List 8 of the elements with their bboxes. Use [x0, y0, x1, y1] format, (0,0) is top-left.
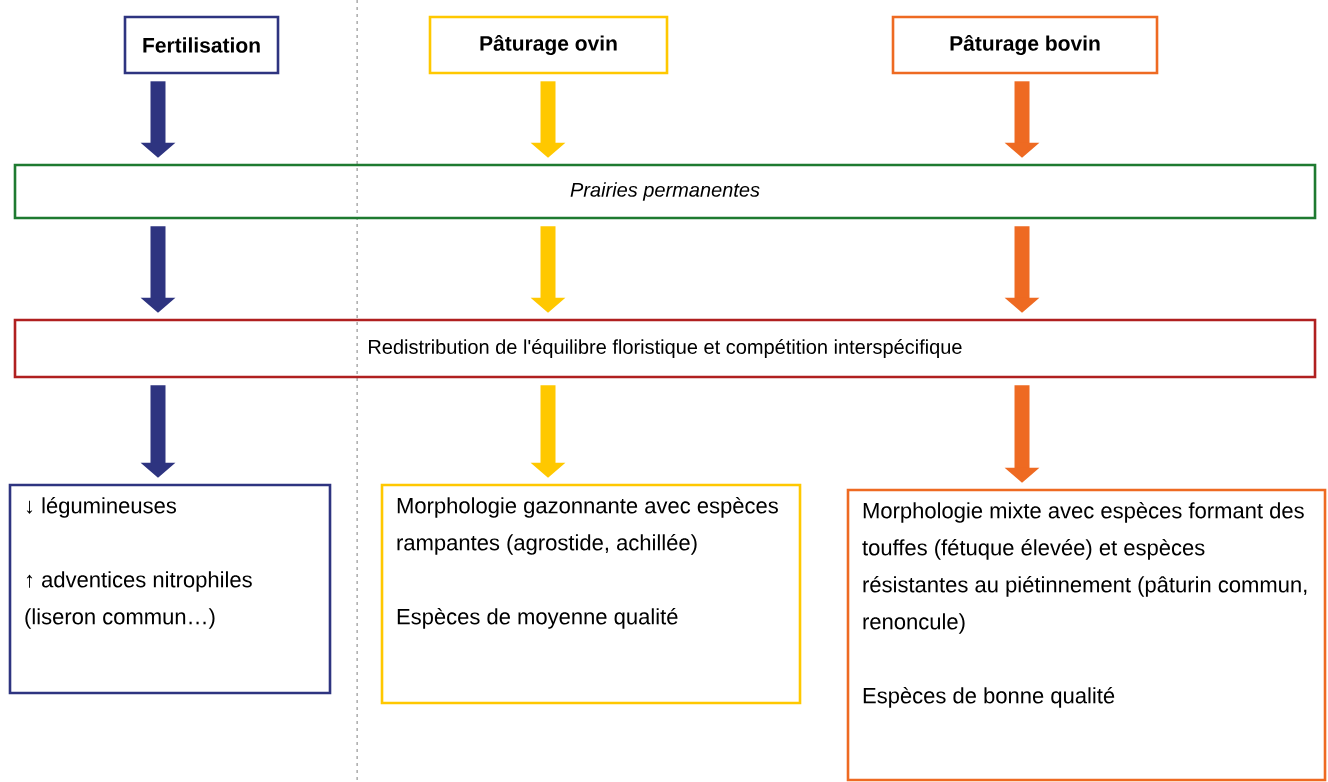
text-box: Morphologie gazonnante avec espèces rampantes (agrostide, achillée) Espèces de moyenne qualité	[380, 483, 802, 705]
header-box: Fertilisation	[123, 15, 280, 75]
text-box: ↓ légumineuses ↑ adventices nitrophiles (liseron commun…)	[8, 483, 332, 695]
header-box: Pâturage bovin	[891, 15, 1159, 75]
band-box: Prairies permanentes	[13, 163, 1317, 220]
text-box: Morphologie mixte avec espèces formant des touffes (fétuque élevée) et espèces résistantes au piétinnement (pâturin commun, renoncule) Espèces de bonne qualité	[846, 488, 1327, 782]
header-box: Pâturage ovin	[428, 15, 669, 75]
band-box: Redistribution de l'équilibre floristique et compétition interspécifique	[13, 318, 1317, 379]
